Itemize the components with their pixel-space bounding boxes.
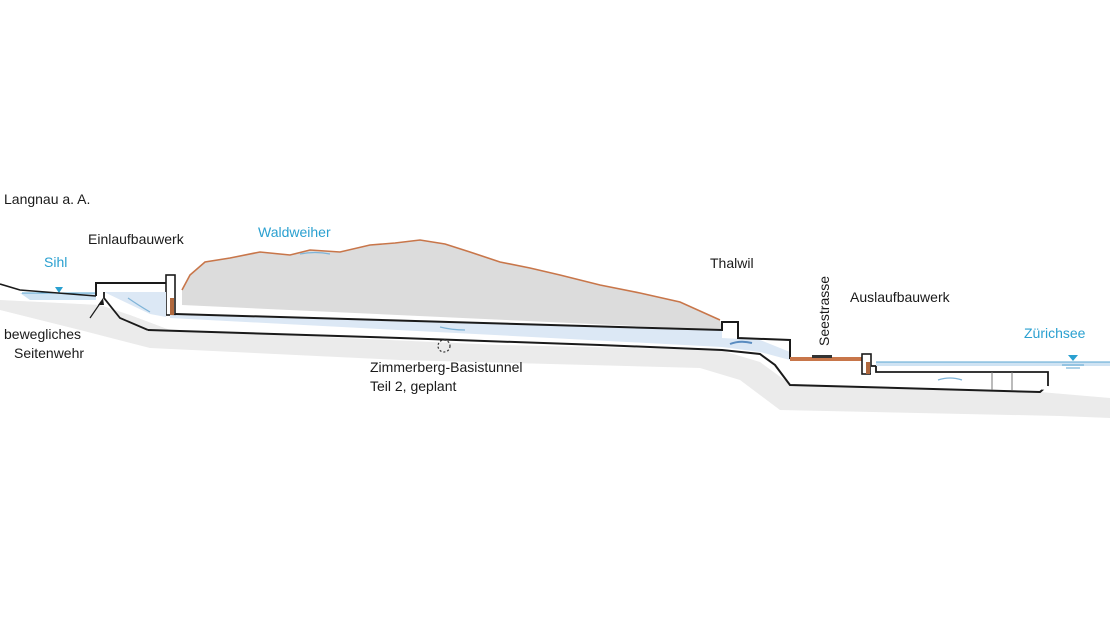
label-thalwil: Thalwil [710,255,754,271]
label-waldweiher: Waldweiher [258,224,331,240]
label-seestrasse: Seestrasse [816,276,832,346]
tunnel-water-streak-2 [729,340,753,345]
seestrasse-road [790,357,862,361]
tunnel-channel [170,315,790,360]
waldweiher-pond [299,251,331,255]
label-bewegliches-line1: bewegliches [4,326,81,342]
intake-water-wave [127,297,151,313]
side-weir-pointer-head [98,298,104,305]
zimmerberg-tunnel-marker [437,339,451,353]
label-sihl: Sihl [44,254,67,270]
outlet-basin [871,366,1048,390]
side-weir [103,292,149,331]
intake-water-basin [104,292,166,317]
label-zurichsee: Zürichsee [1024,325,1086,341]
seestrasse-road-dark [812,355,832,358]
label-bewegliches-line2: Seitenwehr [14,345,84,361]
tunnel-top-line [174,313,862,359]
zurichsee-water [876,362,1110,366]
label-einlaufbauwerk: Einlaufbauwerk [88,231,185,247]
intake-gate-accent [170,298,174,315]
sihl-water [20,293,96,300]
hill-body [182,240,722,330]
sihl-water-marker [55,287,63,293]
left-terrain-line [0,283,97,297]
label-langnau: Langnau a. A. [4,191,90,207]
outlet-gate-accent [866,362,870,374]
zurichsee-water-marker [1068,355,1078,361]
ground-lower-band [0,300,1110,418]
label-tunnel-line1: Zimmerberg-Basistunnel [370,359,523,375]
outlet-structure-line [871,365,1049,386]
tunnel-water-streak-1 [439,326,466,331]
hill-outline [181,239,721,321]
label-tunnel-line2: Teil 2, geplant [370,378,457,394]
label-auslaufbauwerk: Auslaufbauwerk [850,289,951,305]
tunnel-bottom-line [147,329,1049,394]
outlet-water-streak [937,377,963,381]
